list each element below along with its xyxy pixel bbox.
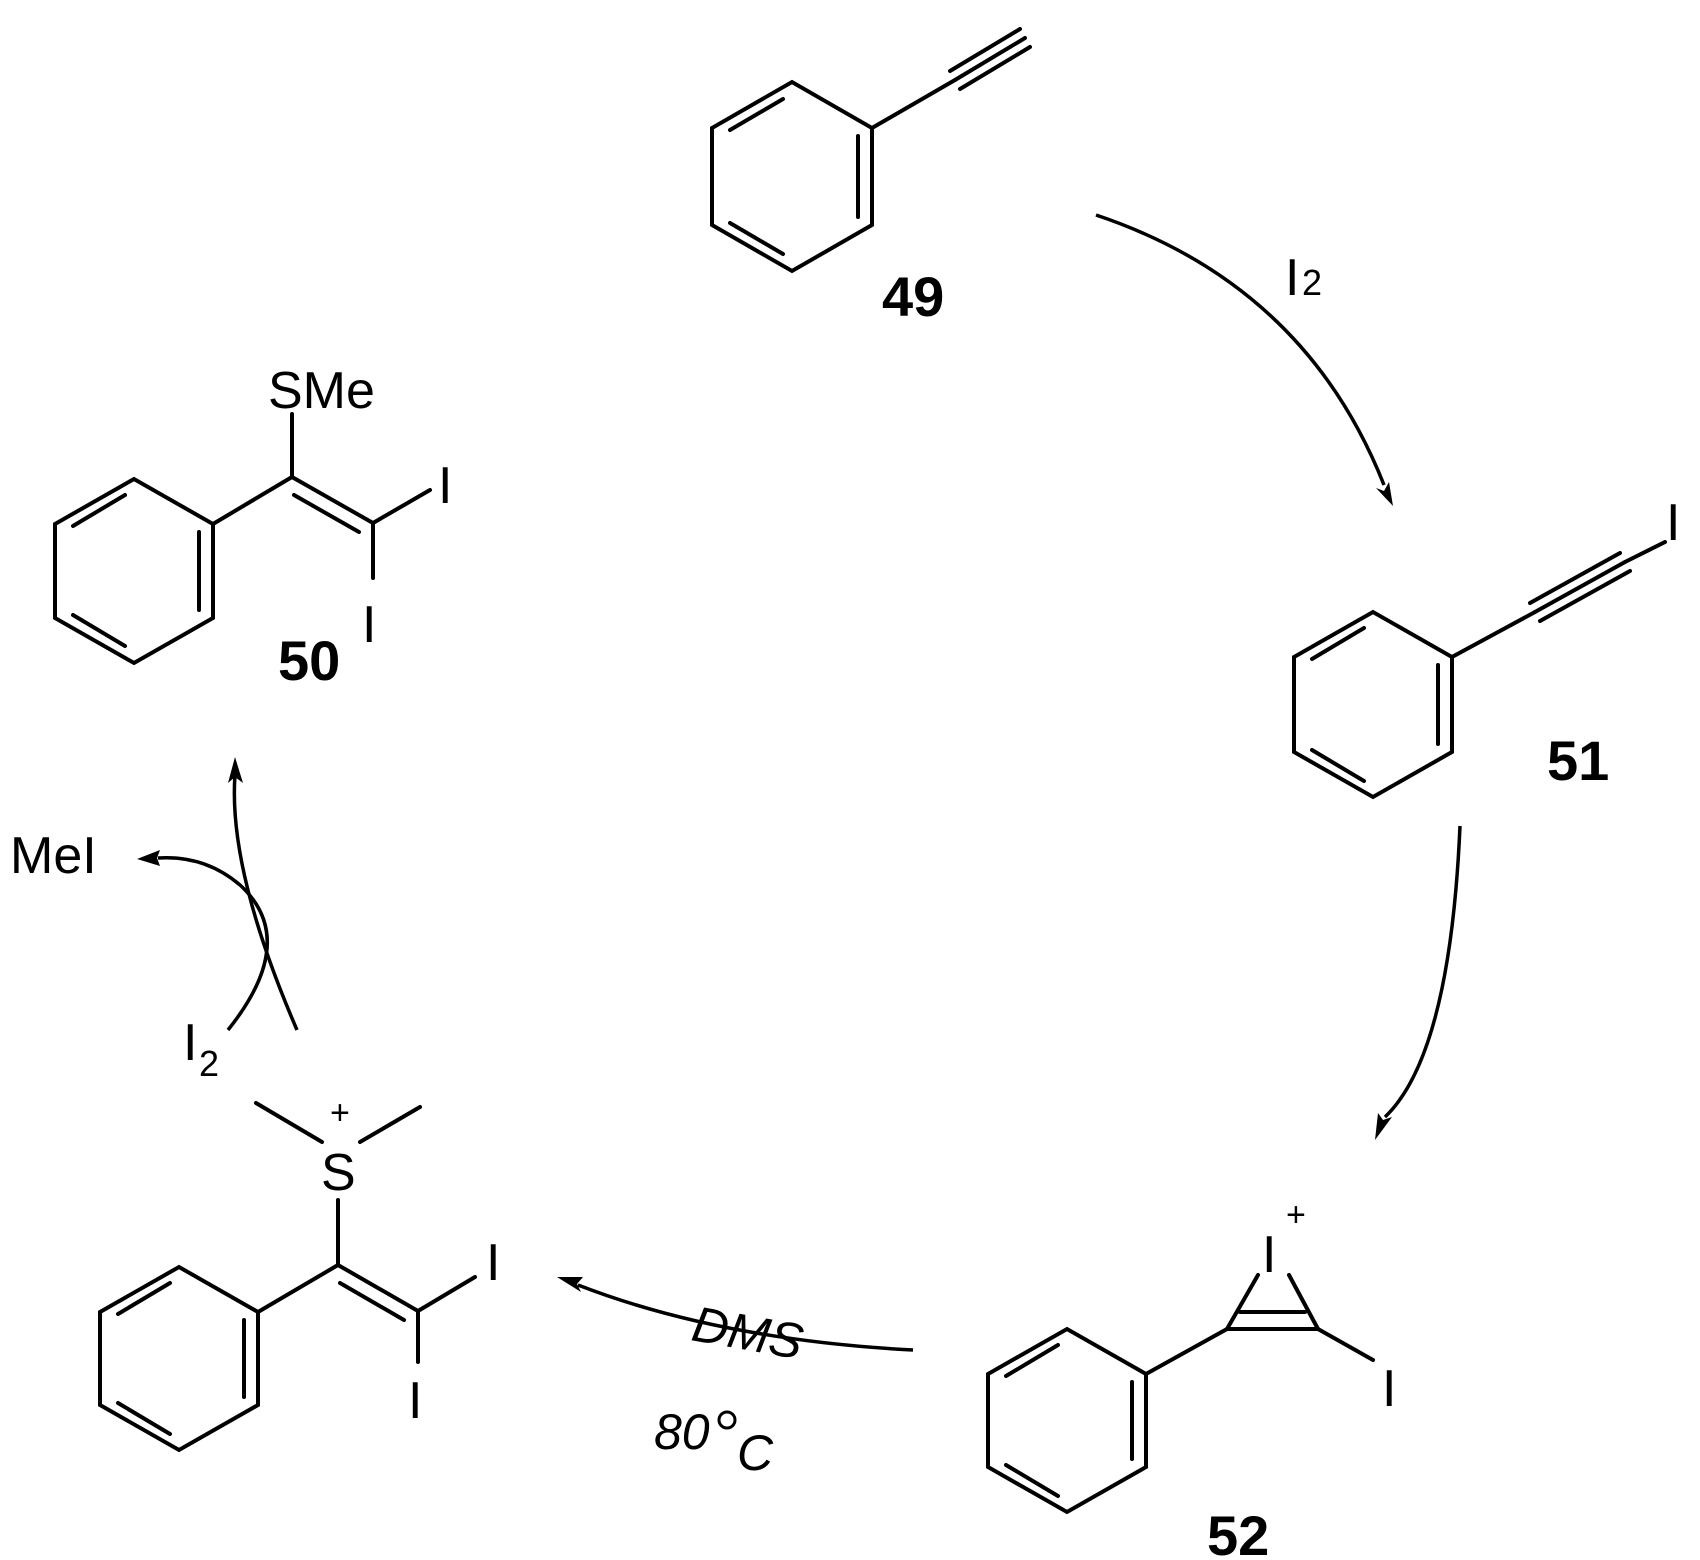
benzene-ring: [710, 79, 874, 274]
compound-51-iodoalkyne: I 51: [1292, 494, 1680, 800]
arrow-52-to-sulfonium: DMS 80 C: [557, 1277, 914, 1481]
compound-49-phenylacetylene: 49: [710, 27, 1032, 328]
benzene-ring: [98, 1264, 260, 1453]
byproduct-methyl-iodide-label: MeI: [10, 827, 97, 885]
benzene-ring: [1292, 609, 1454, 800]
alkene-bond: [211, 475, 375, 534]
iodine-atom-label: I: [486, 1234, 500, 1292]
iodine-atom-label: I: [1382, 1360, 1396, 1418]
iodine-atom-label: I: [362, 596, 376, 654]
iodirene-ring: [1144, 1273, 1375, 1376]
degree-symbol: [717, 1410, 737, 1430]
reagent-iodine-label: I: [183, 1014, 197, 1072]
alkyne-bond: [1450, 540, 1667, 659]
reagent-dms-label: DMS: [688, 1296, 807, 1370]
compound-number-50: 50: [278, 629, 340, 692]
s-methyl-bond: [254, 1101, 324, 1144]
compound-52-iodirenium: I + I 52: [986, 1196, 1396, 1560]
reagent-iodine-label: I: [1285, 249, 1299, 307]
temperature-number-label: 80: [654, 1404, 710, 1460]
compound-50-vinyl-thioether: SMe I I 50: [53, 362, 452, 692]
curved-side-arrow: [157, 855, 269, 1032]
reagent-iodine-subscript: 2: [1302, 262, 1322, 303]
alkene-bond: [256, 1263, 420, 1322]
benzene-ring: [986, 1326, 1148, 1515]
compound-number-49: 49: [882, 265, 944, 328]
iodine-atom-label: I: [438, 457, 452, 515]
iodonium-atom-label: I: [1262, 1226, 1276, 1284]
reagent-iodine-subscript: 2: [199, 1043, 219, 1084]
methylthio-group-label: SMe: [268, 362, 375, 420]
c-i-bond: [416, 1275, 477, 1313]
compound-number-52: 52: [1207, 1504, 1269, 1560]
compound-number-51: 51: [1547, 729, 1609, 792]
arrow-sulfonium-to-50: I 2 MeI: [10, 757, 299, 1084]
vinyl-sulfonium-intermediate: S + I I: [98, 1094, 500, 1453]
s-methyl-bond: [358, 1105, 422, 1144]
sulfur-atom-label: S: [321, 1144, 356, 1202]
arrow-49-to-51: I 2: [1095, 213, 1393, 506]
positive-charge-label: +: [1286, 1196, 1306, 1234]
c-i-bond: [371, 488, 432, 525]
positive-charge-label: +: [330, 1094, 350, 1132]
benzene-ring: [53, 476, 215, 666]
iodine-atom-label: I: [1666, 494, 1680, 552]
temperature-unit-label: C: [737, 1425, 774, 1481]
iodine-atom-label: I: [408, 1372, 422, 1430]
alkyne-bond: [870, 27, 1032, 130]
arrow-51-to-52: [1375, 825, 1462, 1140]
